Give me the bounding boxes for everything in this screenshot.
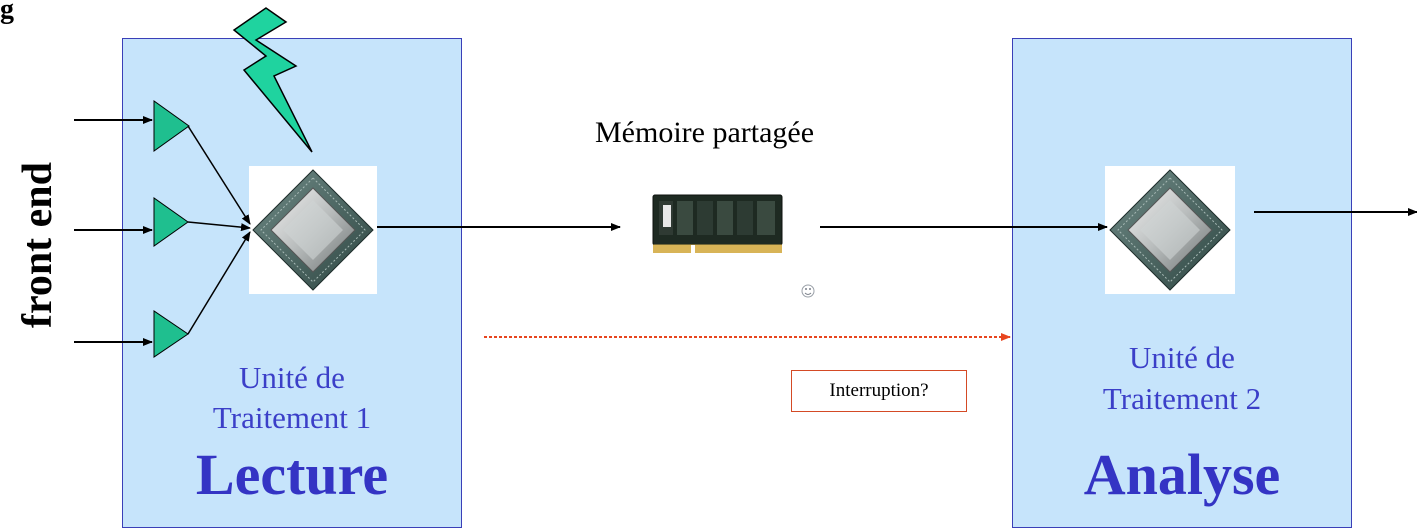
unit-2-title: Analyse [1083,442,1281,507]
amplifier-triangle-icon [153,197,189,247]
unit-1-line-2: Traitement 1 [212,400,372,435]
unit-2-line-1: Unité de [1129,340,1235,375]
amplifier-triangle-icon [153,100,190,152]
lightning-bolt-icon [232,7,313,153]
amp-to-cpu-line-3 [187,231,251,335]
figure-label: g [0,0,14,25]
cpu-chip-icon [249,166,377,294]
amplifier-triangle-icon [153,310,189,358]
amp-to-cpu-line-1 [187,125,251,225]
small-face-icon [801,284,815,298]
amp-to-cpu-line-2 [187,221,251,232]
unit-2-line-2: Traitement 2 [1102,381,1262,416]
cpu-chip-icon [1105,166,1235,294]
unit-1-title: Lecture [195,442,389,507]
ram-module-icon [651,191,784,255]
interruption-box: Interruption? [791,370,967,412]
unit-1-line-1: Unité de [239,360,345,395]
shared-memory-label: Mémoire partagée [595,116,815,149]
